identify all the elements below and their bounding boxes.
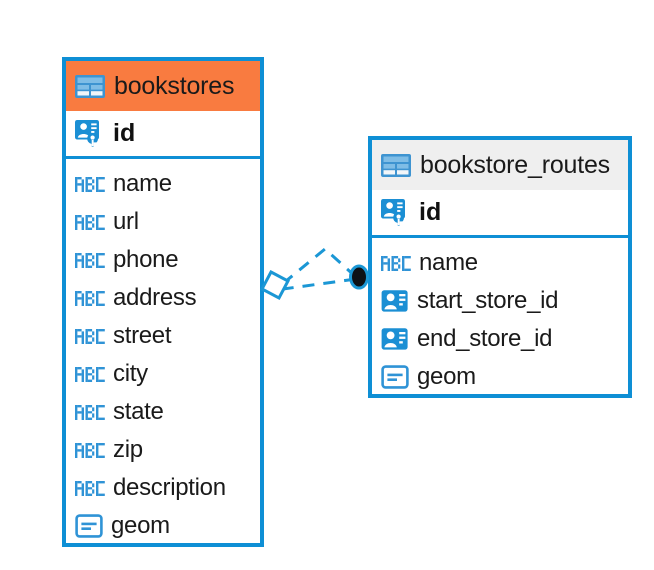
table-header-bookstores[interactable]: bookstores	[66, 61, 260, 111]
primary-key-icon	[381, 198, 405, 226]
primary-key-label: id	[113, 119, 136, 147]
relationship-line-upper	[285, 247, 358, 283]
abc-text-icon	[75, 290, 105, 306]
table-header-bookstore-routes[interactable]: bookstore_routes	[372, 140, 628, 190]
geometry-icon	[381, 365, 409, 389]
field-label: start_store_id	[417, 287, 559, 314]
table-title: bookstore_routes	[420, 150, 610, 179]
field-row[interactable]: end_store_id	[381, 320, 628, 358]
relationship-line-lower	[282, 277, 357, 291]
field-label: end_store_id	[417, 325, 553, 352]
field-label: phone	[113, 246, 179, 273]
table-icon	[381, 153, 411, 177]
field-row[interactable]: url	[75, 203, 260, 241]
abc-text-icon	[75, 442, 105, 458]
table-icon	[75, 74, 105, 98]
field-row[interactable]: zip	[75, 431, 260, 469]
field-label: city	[113, 360, 148, 387]
abc-text-icon	[75, 366, 105, 382]
field-list-bookstores: name url	[66, 159, 260, 545]
field-label: address	[113, 284, 197, 311]
table-bookstores[interactable]: bookstores id	[62, 57, 264, 547]
table-bookstore-routes[interactable]: bookstore_routes id	[368, 136, 632, 398]
rhombus-endpoint-icon	[259, 269, 291, 301]
abc-text-icon	[75, 214, 105, 230]
abc-text-icon	[75, 176, 105, 192]
table-title: bookstores	[114, 71, 235, 100]
abc-text-icon	[75, 252, 105, 268]
field-row[interactable]: geom	[75, 507, 260, 545]
field-row[interactable]: phone	[75, 241, 260, 279]
abc-text-icon	[75, 328, 105, 344]
field-label: state	[113, 398, 164, 425]
field-label: street	[113, 322, 172, 349]
abc-text-icon	[381, 255, 411, 271]
field-row[interactable]: city	[75, 355, 260, 393]
field-row[interactable]: start_store_id	[381, 282, 628, 320]
field-row[interactable]: name	[381, 244, 628, 282]
field-row[interactable]: description	[75, 469, 260, 507]
abc-text-icon	[75, 404, 105, 420]
field-label: description	[113, 474, 226, 501]
geometry-icon	[75, 514, 103, 538]
foreign-key-icon	[381, 328, 408, 350]
field-label: geom	[111, 512, 170, 539]
field-label: geom	[417, 363, 476, 390]
primary-key-row-bookstores[interactable]: id	[66, 111, 260, 159]
field-label: zip	[113, 436, 143, 463]
primary-key-row-bookstore-routes[interactable]: id	[372, 190, 628, 238]
field-row[interactable]: name	[75, 165, 260, 203]
abc-text-icon	[75, 480, 105, 496]
field-label: name	[419, 249, 478, 276]
field-label: name	[113, 170, 172, 197]
filled-circle-endpoint-icon	[349, 264, 369, 290]
primary-key-icon	[75, 119, 99, 147]
field-row[interactable]: address	[75, 279, 260, 317]
field-row[interactable]: state	[75, 393, 260, 431]
field-list-bookstore-routes: name start_store_id	[372, 238, 628, 396]
primary-key-label: id	[419, 198, 442, 226]
foreign-key-icon	[381, 290, 408, 312]
field-row[interactable]: street	[75, 317, 260, 355]
field-label: url	[113, 208, 139, 235]
field-row[interactable]: geom	[381, 358, 628, 396]
